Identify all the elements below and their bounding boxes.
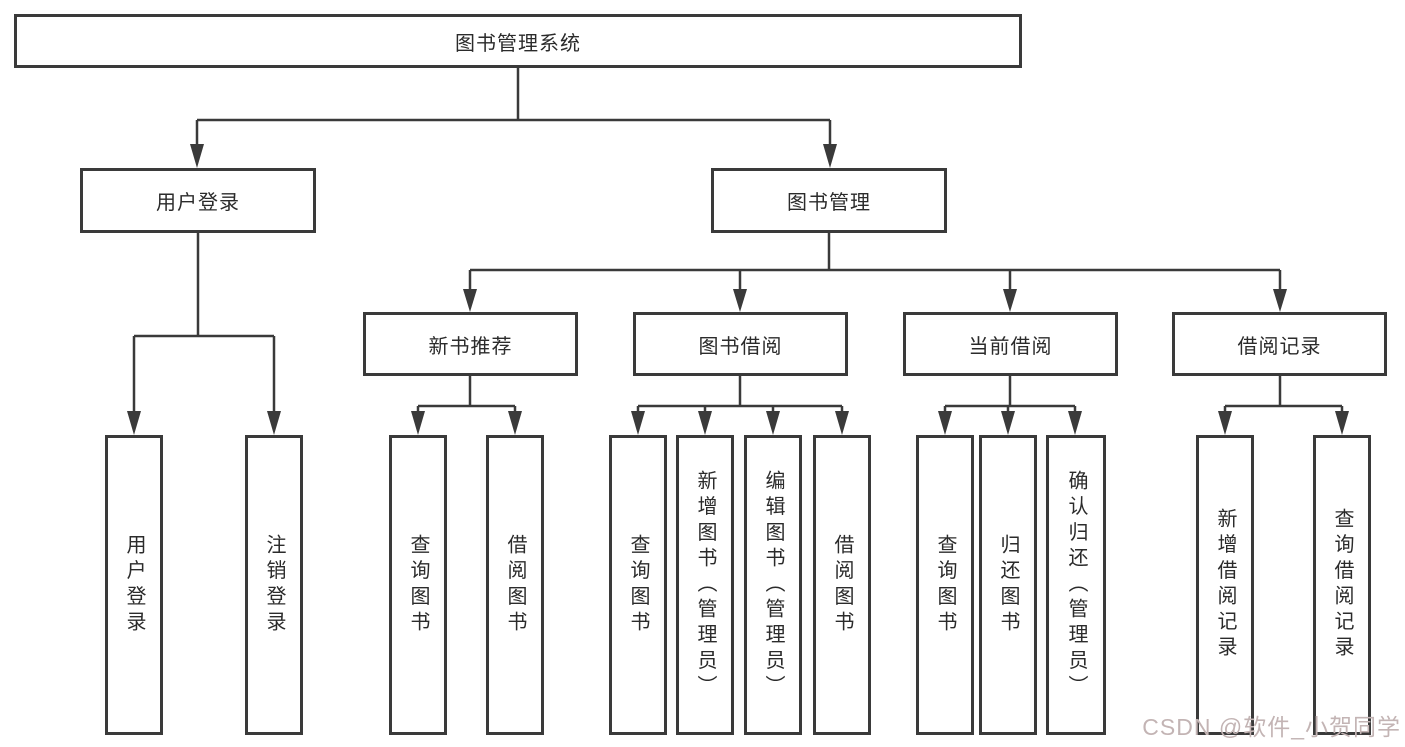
connector-bookmgmt-to-level3 <box>468 233 1282 292</box>
node-book-management: 图书管理 <box>711 168 947 233</box>
leaf-borrow-books-2: 借阅图书 <box>813 435 871 735</box>
leaf-logout: 注销登录 <box>245 435 303 735</box>
connector-root-to-level2 <box>195 68 832 148</box>
leaf-borrow-books-1: 借阅图书 <box>486 435 544 735</box>
leaf-query-books-3: 查询图书 <box>916 435 974 735</box>
node-root: 图书管理系统 <box>14 14 1022 68</box>
leaf-return-books: 归还图书 <box>979 435 1037 735</box>
leaf-edit-books-admin: 编辑图书（管理员） <box>744 435 802 735</box>
connector-bookborrow-to-leaves <box>636 376 844 415</box>
watermark: CSDN @软件_小贺同学 <box>1142 714 1401 740</box>
connector-currentborrow-to-leaves <box>943 376 1077 415</box>
leaf-confirm-return-admin: 确认归还（管理员） <box>1046 435 1106 735</box>
node-borrow-records: 借阅记录 <box>1172 312 1387 376</box>
node-current-borrow: 当前借阅 <box>903 312 1118 376</box>
leaf-query-books-2: 查询图书 <box>609 435 667 735</box>
connector-records-to-leaves <box>1223 376 1344 415</box>
node-new-book-recommend: 新书推荐 <box>363 312 578 376</box>
node-user-login: 用户登录 <box>80 168 316 233</box>
node-book-borrow: 图书借阅 <box>633 312 848 376</box>
connector-newbooks-to-leaves <box>416 376 517 415</box>
leaf-query-books-1: 查询图书 <box>389 435 447 735</box>
leaf-add-books-admin: 新增图书（管理员） <box>676 435 734 735</box>
leaf-add-borrow-record: 新增借阅记录 <box>1196 435 1254 735</box>
connector-userlogin-to-leaves <box>132 233 276 415</box>
leaf-query-borrow-record: 查询借阅记录 <box>1313 435 1371 735</box>
leaf-user-login: 用户登录 <box>105 435 163 735</box>
